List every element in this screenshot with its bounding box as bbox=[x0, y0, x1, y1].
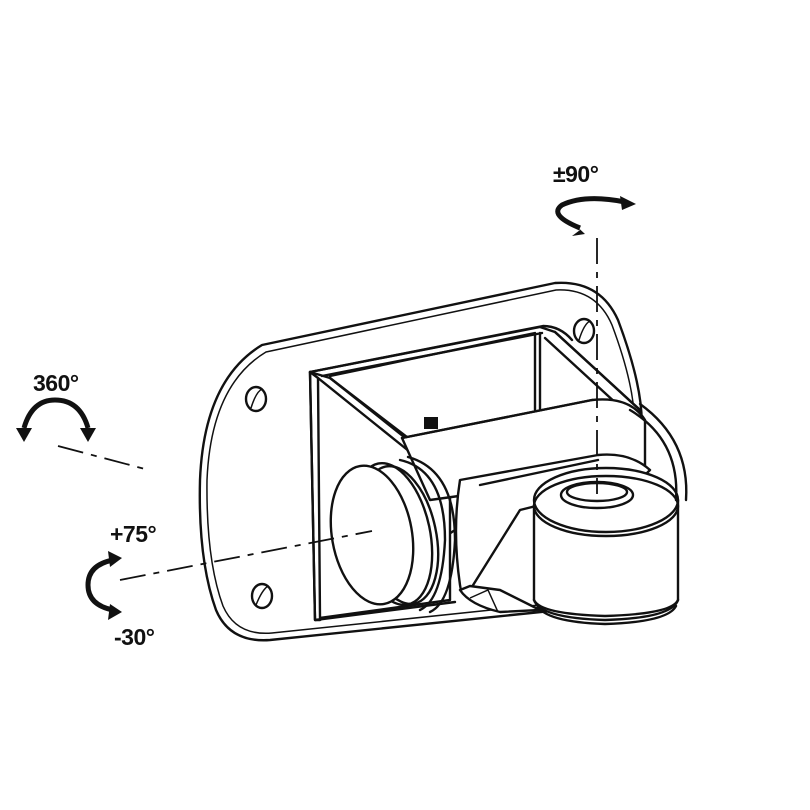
rotate-360-arrow-icon bbox=[16, 397, 96, 442]
tab-slot bbox=[424, 417, 438, 429]
rotate-90-arrow-icon bbox=[555, 196, 636, 236]
label-swivel-range: ±90° bbox=[553, 161, 599, 187]
tilt-arrow-icon bbox=[85, 551, 122, 620]
roll-axis bbox=[57, 445, 146, 470]
tilt-axis bbox=[119, 530, 373, 581]
label-tilt-up: +75° bbox=[110, 521, 157, 547]
swivel-cylinder bbox=[532, 402, 688, 626]
tilt-pivot bbox=[329, 455, 457, 614]
label-tilt-down: -30° bbox=[114, 624, 155, 650]
label-rotation-range: 360° bbox=[33, 370, 79, 396]
